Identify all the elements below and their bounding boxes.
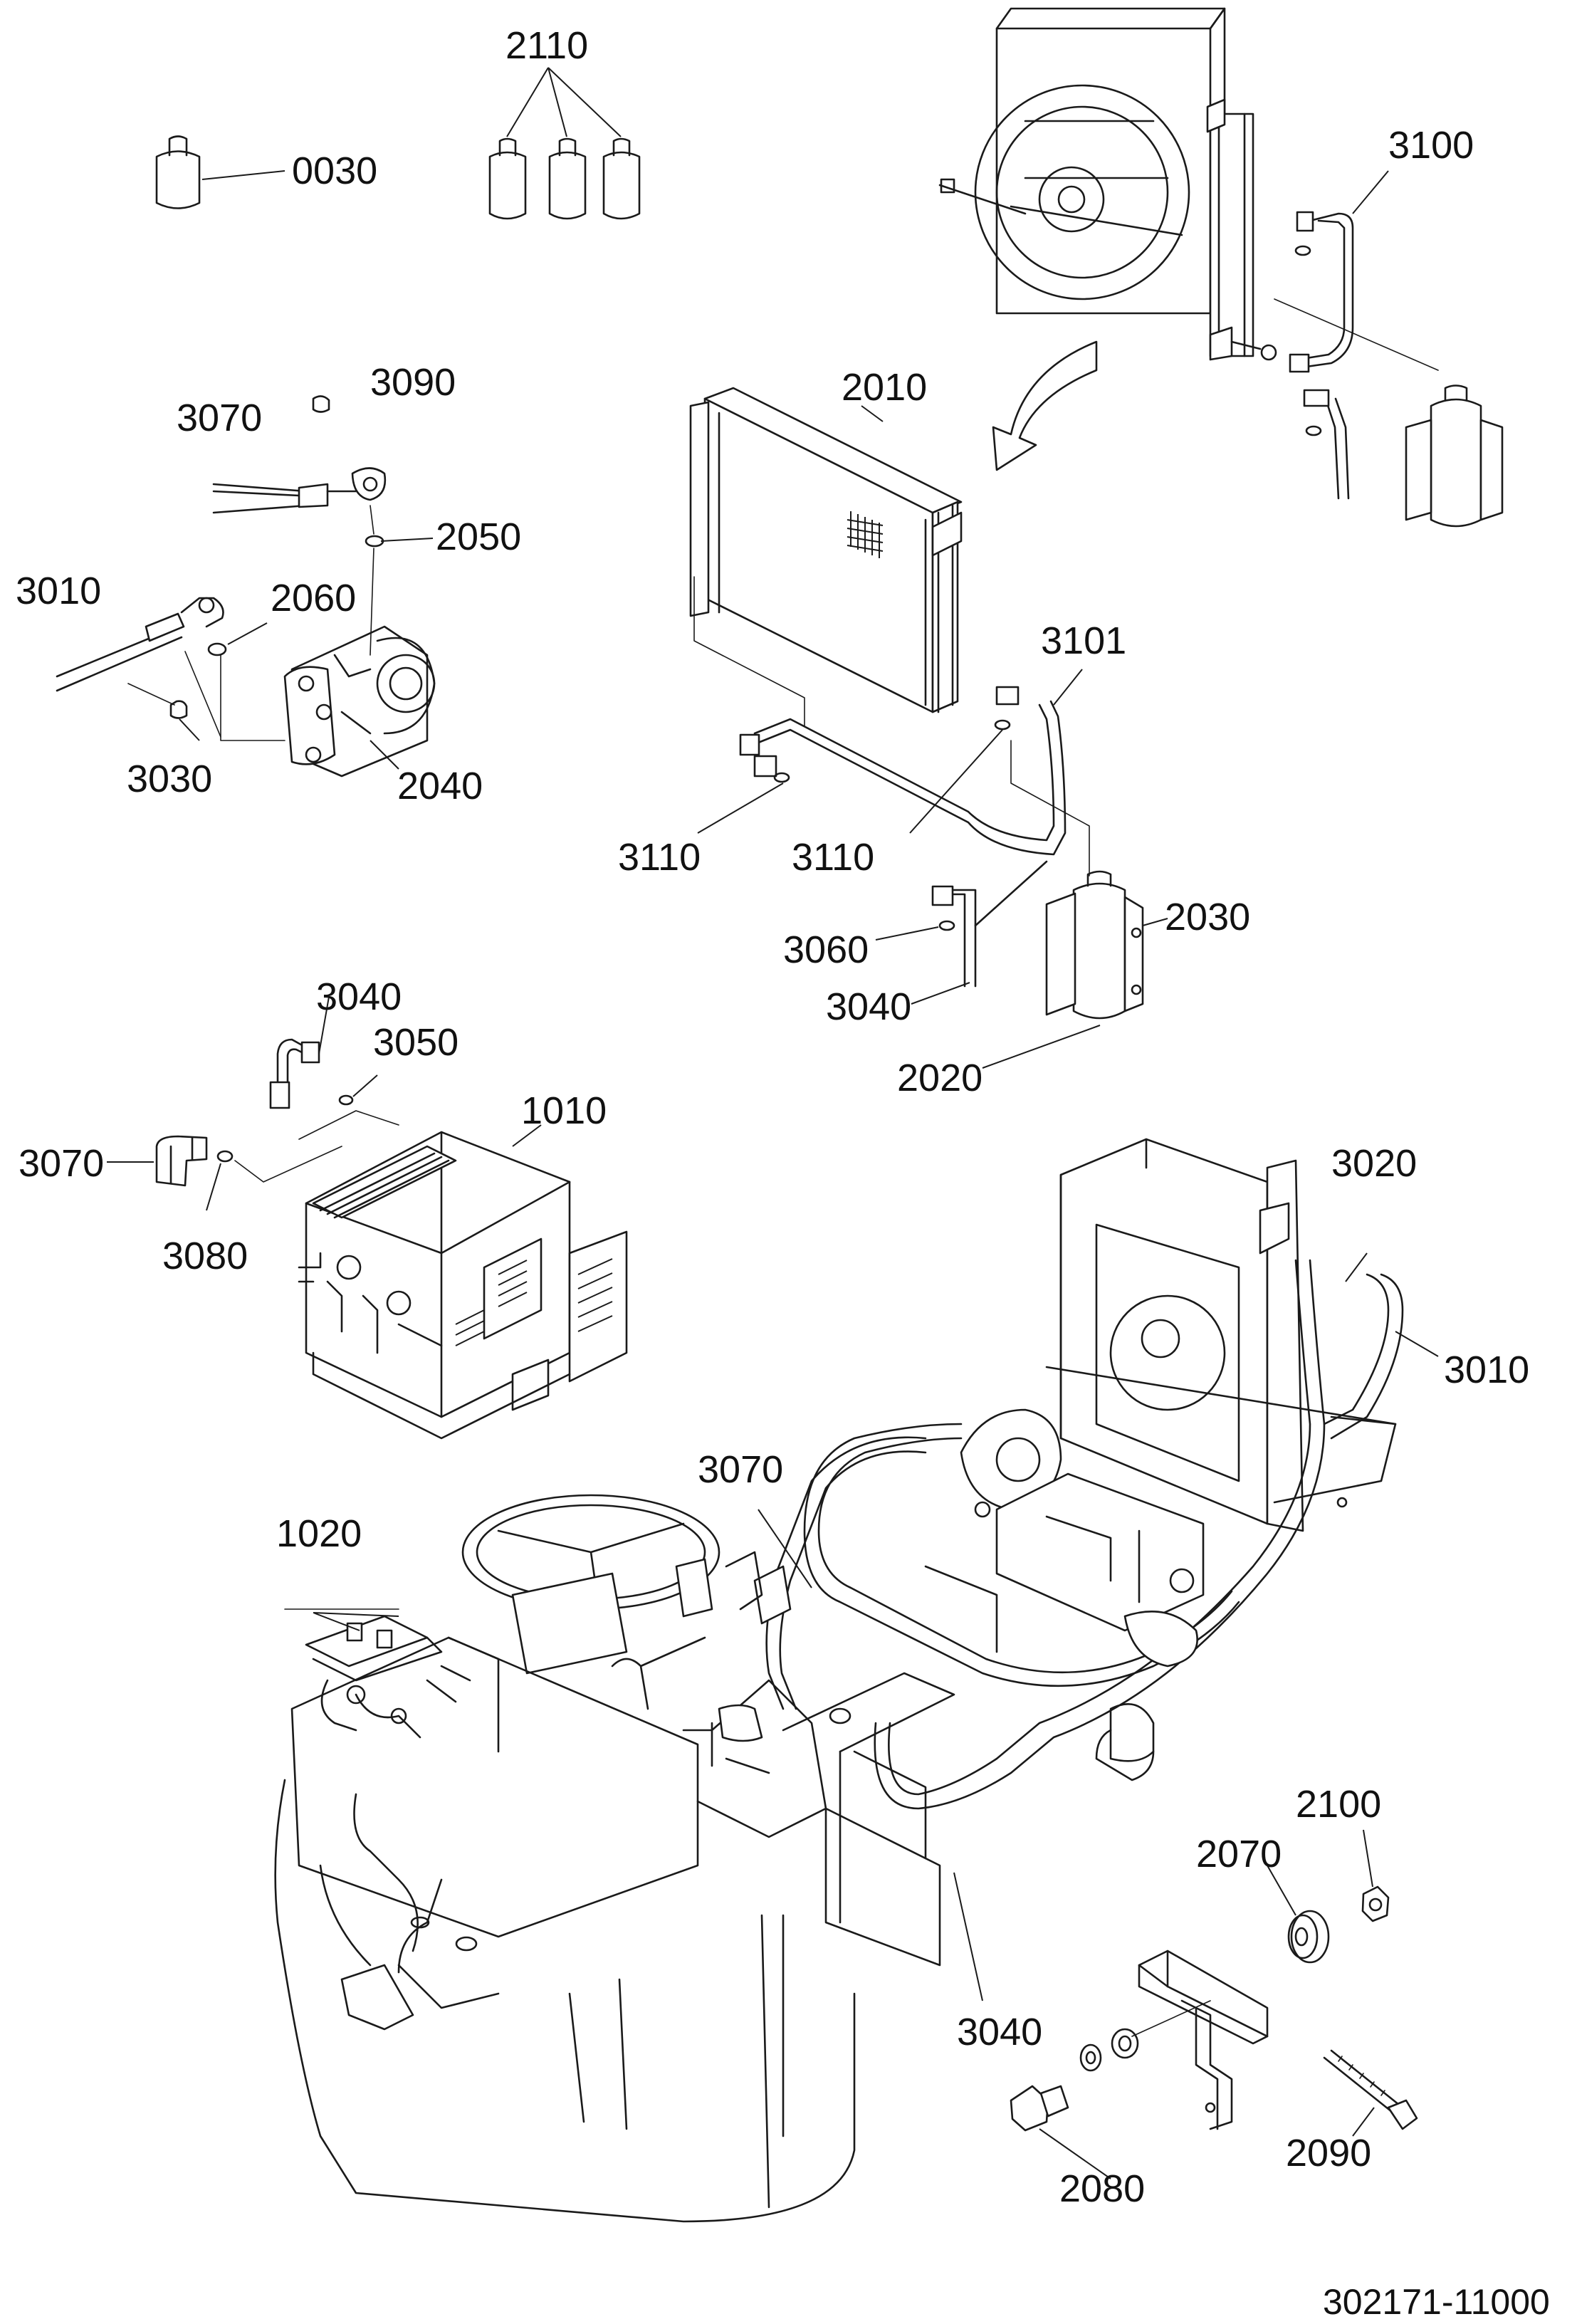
condenser-core <box>689 387 963 727</box>
label-1020: 1020 <box>276 1512 362 1555</box>
washers-and-bolt-2080 <box>1010 2000 1211 2179</box>
label-3010-top: 3010 <box>16 570 101 612</box>
label-3070-hvac: 3070 <box>19 1142 104 1185</box>
label-3070-top: 3070 <box>177 397 262 439</box>
label-1010: 1010 <box>521 1089 607 1132</box>
label-2100: 2100 <box>1296 1783 1381 1826</box>
bolt-2090 <box>1323 2049 1418 2137</box>
part-label-group: 0030 2110 3100 3090 3070 2050 3010 2060 … <box>16 24 1529 2210</box>
refrigerant-oil-bottle <box>155 135 285 209</box>
label-3040-mid: 3040 <box>826 985 911 1028</box>
nut-2100 <box>1361 1829 1390 1922</box>
label-2070: 2070 <box>1196 1833 1282 1875</box>
pipe-3101 <box>697 669 1083 856</box>
pipe-3100 <box>1289 170 1389 500</box>
label-3040-hvac: 3040 <box>316 975 402 1018</box>
label-0030: 0030 <box>292 150 377 192</box>
receiver-drier-top <box>1405 384 1504 528</box>
label-2040: 2040 <box>397 765 483 807</box>
label-3100: 3100 <box>1388 124 1474 167</box>
label-3090: 3090 <box>370 361 456 404</box>
label-2110: 2110 <box>505 24 588 67</box>
control-panel <box>284 1608 471 1739</box>
elbow-fitting-3070 <box>107 1135 342 1211</box>
hvac-unit <box>298 1124 628 1440</box>
hose-3070-upper <box>212 395 387 514</box>
label-2010: 2010 <box>842 366 927 409</box>
label-3020: 3020 <box>1331 1142 1417 1185</box>
label-2060: 2060 <box>271 577 356 619</box>
direction-arrow <box>992 340 1098 471</box>
label-3110-left: 3110 <box>618 836 701 879</box>
receiver-drier <box>982 740 1168 1069</box>
label-3050: 3050 <box>373 1021 459 1064</box>
label-2080: 2080 <box>1059 2167 1145 2210</box>
label-2090: 2090 <box>1286 2132 1371 2174</box>
pipe-3040-upper <box>875 860 1048 1005</box>
grille-hatch <box>455 1258 613 1346</box>
label-2020: 2020 <box>897 1057 983 1099</box>
label-3040-frame: 3040 <box>957 2011 1042 2053</box>
drawing-number: 302171-11000 <box>1323 2282 1550 2322</box>
refrigerant-bottle-set <box>488 67 641 220</box>
compressor <box>220 505 436 778</box>
label-3070-frame: 3070 <box>698 1448 783 1491</box>
label-2050: 2050 <box>436 515 521 558</box>
core-hatch <box>847 511 884 558</box>
machine-frame <box>274 1138 1404 2223</box>
label-3030: 3030 <box>127 758 212 800</box>
label-3010-frame: 3010 <box>1444 1349 1529 1391</box>
label-3110-right: 3110 <box>792 836 874 879</box>
condenser-fan-assembly-top <box>938 7 1277 361</box>
label-2030: 2030 <box>1165 896 1250 938</box>
label-3080: 3080 <box>162 1235 248 1277</box>
fitting-3040 <box>269 996 399 1140</box>
label-3060: 3060 <box>783 928 869 971</box>
hose-3010-upper <box>56 597 227 741</box>
label-3101: 3101 <box>1041 619 1126 662</box>
isolator-2070 <box>1267 1865 1330 1964</box>
mounting-bracket <box>1138 1949 1269 2130</box>
